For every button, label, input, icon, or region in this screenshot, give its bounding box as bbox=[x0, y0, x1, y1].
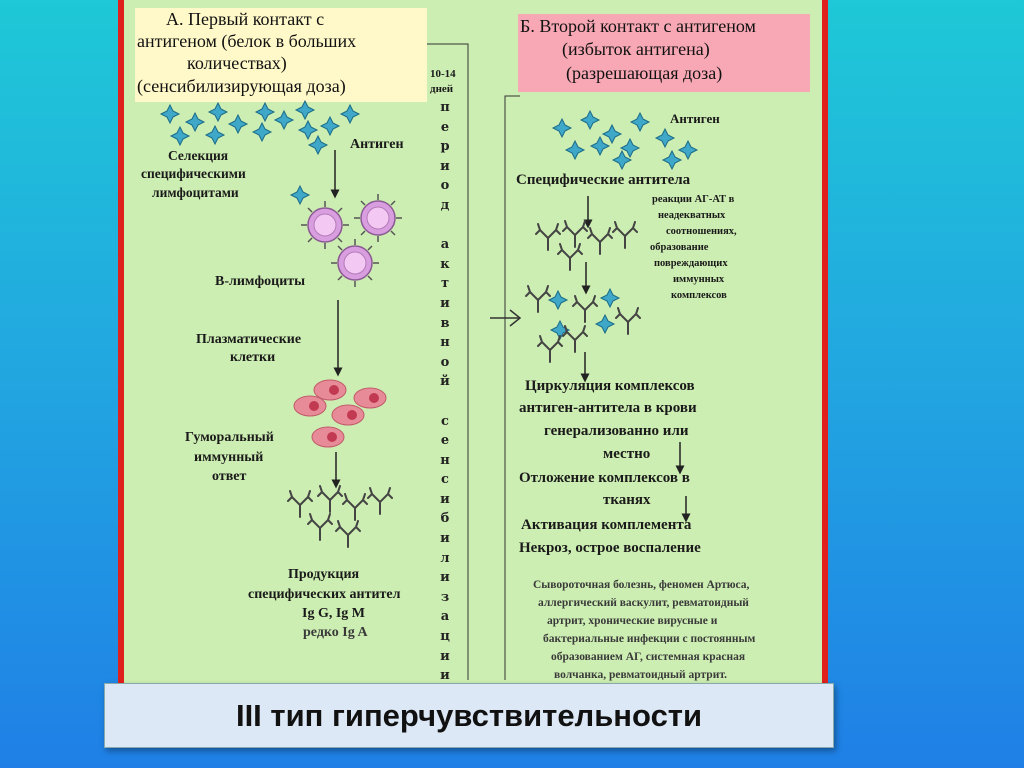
diseases-text: образованием АГ, системная красная bbox=[551, 651, 746, 663]
b-lymphocytes-label: В-лимфоциты bbox=[215, 274, 306, 289]
period-letter: е bbox=[440, 119, 450, 135]
transition-arrow bbox=[490, 309, 522, 327]
period-letter: б bbox=[440, 511, 450, 527]
plasma-cells-label: клетки bbox=[230, 350, 276, 365]
humoral-label: ответ bbox=[212, 469, 247, 484]
slide-title: III тип гиперчувствительности bbox=[235, 697, 703, 733]
lymphocyte-icon bbox=[330, 238, 380, 288]
second-contact-line: Б. Второй контакт с антигеном bbox=[520, 16, 756, 36]
left-antigen-label: Антиген bbox=[350, 137, 404, 152]
deposition-label: тканях bbox=[603, 492, 651, 508]
period-letter: а bbox=[440, 609, 450, 625]
diseases-text: бактериальные инфекции с постоянным bbox=[543, 633, 756, 645]
period-letter: д bbox=[440, 197, 450, 213]
period-letter: е bbox=[440, 433, 450, 449]
production-label: специфических антител bbox=[248, 587, 401, 602]
necrosis-label: Некроз, острое воспаление bbox=[519, 540, 701, 556]
selection-label: специфическими bbox=[141, 166, 246, 181]
circulation-label: генерализованно или bbox=[544, 423, 689, 439]
diagram-panel bbox=[118, 0, 828, 690]
period-letter: н bbox=[440, 452, 450, 468]
period-letter: з bbox=[440, 589, 450, 605]
first-contact-box: А. Первый контакт с антигеном (белок в б… bbox=[135, 8, 427, 102]
humoral-label: иммунный bbox=[194, 450, 264, 465]
reaction-text: образование bbox=[650, 242, 709, 253]
diseases-text: Сывороточная болезнь, феномен Артюса, bbox=[533, 579, 750, 591]
right-antigen-cluster bbox=[552, 110, 698, 170]
reaction-text: комплексов bbox=[671, 290, 727, 301]
period-letter: л bbox=[440, 550, 450, 566]
lymphocyte-icon bbox=[353, 193, 403, 243]
reaction-text: неадекватных bbox=[658, 210, 726, 221]
diseases-text: артрит, хронические вирусные и bbox=[547, 615, 718, 627]
diseases-text: аллергический васкулит, ревматоидный bbox=[538, 597, 749, 609]
period-letter: п bbox=[440, 100, 450, 115]
first-contact-line: А. Первый контакт с bbox=[166, 9, 325, 29]
left-antigen-cluster bbox=[160, 100, 360, 155]
reaction-text: реакции АГ-АТ в bbox=[652, 194, 735, 205]
selection-label: лимфоцитами bbox=[152, 185, 239, 200]
period-letter: и bbox=[440, 570, 450, 586]
complement-label: Активация комплемента bbox=[521, 517, 692, 533]
first-contact-line: (сенсибилизирующая доза) bbox=[137, 76, 346, 96]
immune-complexes bbox=[525, 285, 641, 363]
period-letter: р bbox=[440, 139, 450, 155]
period-letter: а bbox=[440, 237, 450, 253]
circulation-label: антиген-антитела в крови bbox=[519, 400, 697, 416]
second-contact-line: (избыток антигена) bbox=[562, 39, 710, 59]
circulation-label: местно bbox=[603, 446, 651, 462]
period-letter: и bbox=[440, 491, 450, 507]
period-letter: и bbox=[440, 668, 450, 684]
antibodies-cluster bbox=[287, 485, 393, 548]
first-contact-line: антигеном (белок в больших bbox=[137, 31, 357, 51]
period-letter: о bbox=[440, 178, 450, 194]
reaction-text: иммунных bbox=[673, 274, 725, 285]
diseases-text: волчанка, ревматоидный артрит. bbox=[554, 669, 727, 681]
antigen-icon bbox=[290, 185, 310, 205]
period-letter: с bbox=[441, 472, 449, 488]
period-letter: и bbox=[440, 531, 450, 547]
first-contact-line: количествах) bbox=[187, 53, 287, 73]
lymphocyte-icon bbox=[300, 200, 350, 250]
period-letter: в bbox=[440, 315, 450, 331]
period-letter: к bbox=[440, 256, 450, 272]
deposition-label: Отложение комплексов в bbox=[519, 470, 690, 486]
period-letter: т bbox=[440, 276, 450, 292]
period-letter: с bbox=[441, 413, 449, 429]
antibodies-label: Специфические антитела bbox=[516, 172, 691, 188]
humoral-label: Гуморальный bbox=[185, 430, 274, 445]
period-letter: й bbox=[440, 374, 450, 390]
right-antigen-label: Антиген bbox=[670, 111, 720, 126]
left-divider-line bbox=[427, 43, 469, 680]
period-letter: ц bbox=[440, 629, 450, 645]
slide-title-bar: III тип гиперчувствительности bbox=[104, 683, 834, 748]
period-letter: и bbox=[440, 158, 450, 174]
period-letter: и bbox=[440, 295, 450, 311]
period-letter: о bbox=[440, 354, 450, 370]
production-label: Продукция bbox=[288, 567, 360, 582]
period-letter: н bbox=[440, 335, 450, 351]
period-days-word: дней bbox=[430, 83, 454, 95]
plasma-cells-cluster bbox=[293, 379, 387, 448]
period-days: 10-14 bbox=[430, 68, 456, 80]
selection-label: Селекция bbox=[168, 148, 229, 163]
second-contact-line: (разрешающая доза) bbox=[566, 63, 723, 83]
reaction-text: соотношениях, bbox=[666, 226, 737, 237]
period-letter: и bbox=[440, 648, 450, 664]
right-divider-line bbox=[504, 95, 520, 680]
production-label: Ig G, Ig M bbox=[302, 606, 365, 621]
production-label: редко Ig A bbox=[303, 625, 368, 640]
plasma-cells-label: Плазматические bbox=[196, 332, 302, 347]
circulation-label: Циркуляция комплексов bbox=[525, 378, 695, 394]
reaction-text: повреждающих bbox=[654, 258, 728, 269]
second-contact-box: Б. Второй контакт с антигеном (избыток а… bbox=[518, 14, 810, 92]
